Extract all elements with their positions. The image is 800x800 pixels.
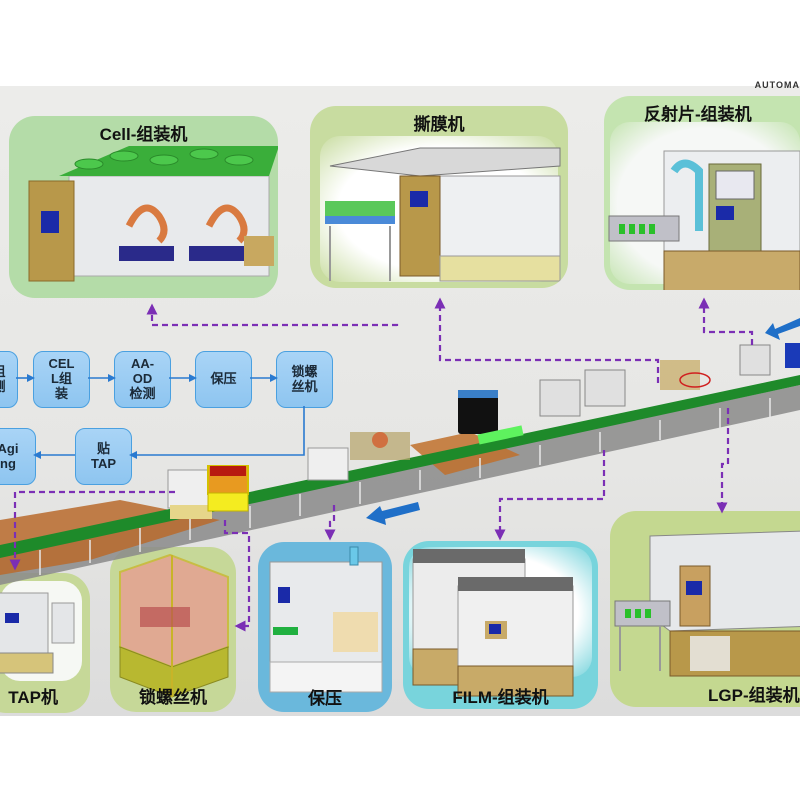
station-card-lgp[interactable]: LGP-组装机 [610,511,800,707]
station-card-tap[interactable]: TAP机 [0,573,90,713]
station-card-peel[interactable]: 撕膜机 [310,106,568,288]
station-title-press: 保压 [308,689,342,708]
line-module-ring [660,360,711,390]
station-title-reflector: 反射片-组装机 [644,105,752,124]
flow-step-tap-attach: 贴 TAP [75,428,132,485]
station-title-lgp: LGP-组装机 [708,686,800,705]
station-card-film[interactable]: FILM-组装机 [403,541,598,709]
flow-step-screw-locking: 锁螺 丝机 [276,351,333,408]
lgp-assembly-machine-image [614,530,800,677]
flow-step-pressure-hold: 保压 [195,351,252,408]
station-title-screw: 锁螺丝机 [139,688,207,707]
film-assembly-machine-image [412,549,574,697]
flow-step-aging: Agi ng [0,428,36,485]
station-card-cell[interactable]: Cell-组装机 [9,116,278,298]
line-module-white-2 [307,447,349,481]
flow-step-test: 组 测 [0,351,18,408]
station-card-press[interactable]: 保压 [258,542,392,712]
reflector-assembly-machine-image [608,150,800,290]
station-title-peel: 撕膜机 [413,115,465,134]
film-peeling-machine-image [325,147,561,282]
line-module-end [739,343,800,376]
station-title-cell: Cell-组装机 [99,125,188,144]
screw-locking-machine-image [119,553,229,698]
line-module-robot [350,432,410,460]
line-module-black [458,390,498,434]
line-module-grey-cabinets [539,369,626,417]
station-title-film: FILM-组装机 [452,688,549,707]
pressure-holding-machine-image [269,546,383,693]
station-card-reflector[interactable]: 反射片-组装机 [604,96,800,290]
brand-text-fragment: AUTOMA [754,80,800,90]
line-module-green-belt [477,425,524,445]
station-title-tap: TAP机 [8,688,58,707]
line-module-white-1 [167,469,214,519]
station-card-screw[interactable]: 锁螺丝机 [110,547,236,712]
line-module-yellow [207,465,249,512]
tap-machine-image [0,592,75,674]
cell-assembly-machine-image [28,146,278,282]
